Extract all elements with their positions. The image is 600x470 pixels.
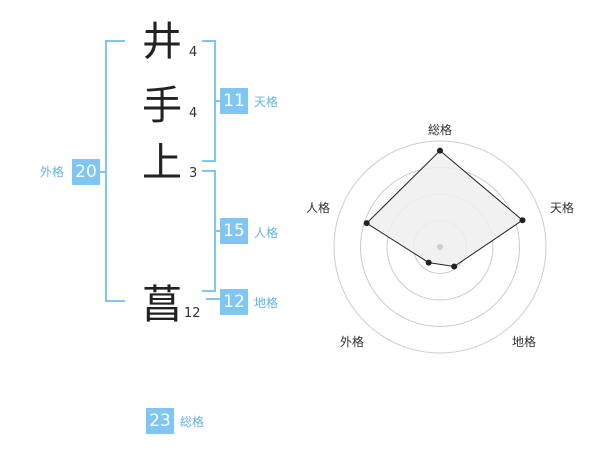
chikaku-label: 地格 bbox=[254, 296, 279, 310]
radar-label-tenkaku: 天格 bbox=[550, 200, 574, 215]
name-char-3: 上 bbox=[142, 140, 182, 186]
stroke-count-3: 3 bbox=[189, 166, 198, 181]
jinkaku-label: 人格 bbox=[254, 226, 279, 240]
radar-point-4 bbox=[363, 220, 370, 227]
gaikaku-badge: 20 bbox=[72, 159, 100, 185]
chikaku-badge: 12 bbox=[220, 289, 248, 315]
radar-polygon bbox=[365, 149, 524, 268]
radar-point-2 bbox=[451, 263, 458, 270]
name-char-4: 菖 bbox=[142, 282, 182, 328]
tenkaku-badge: 11 bbox=[220, 88, 248, 114]
chikaku-connector bbox=[206, 298, 222, 300]
radar-point-0 bbox=[437, 147, 443, 154]
radar-label-gaikaku: 外格 bbox=[340, 334, 364, 349]
gaikaku-label: 外格 bbox=[40, 165, 65, 179]
name-char-1: 井 bbox=[142, 19, 182, 65]
tenkaku-label: 天格 bbox=[254, 95, 279, 109]
tenkaku-connector bbox=[214, 100, 222, 102]
soukaku-label: 総格 bbox=[180, 415, 205, 429]
radar-label-soukaku: 総格 bbox=[428, 122, 452, 137]
radar-label-jinkaku: 人格 bbox=[306, 200, 330, 215]
soukaku-badge: 23 bbox=[146, 408, 174, 434]
stroke-count-1: 4 bbox=[189, 45, 198, 60]
stroke-count-4: 12 bbox=[184, 306, 201, 321]
radar-label-chikaku: 地格 bbox=[512, 334, 536, 349]
radar-points bbox=[363, 147, 526, 270]
jinkaku-connector bbox=[214, 230, 222, 232]
radar-point-3 bbox=[425, 259, 432, 266]
stroke-count-2: 4 bbox=[189, 106, 198, 121]
name-char-2: 手 bbox=[142, 83, 182, 129]
jinkaku-badge: 15 bbox=[220, 218, 248, 244]
radar-grid-ring bbox=[333, 140, 547, 354]
radar-point-1 bbox=[519, 217, 526, 224]
radar-center bbox=[437, 244, 443, 250]
gaikaku-connector bbox=[97, 171, 107, 173]
